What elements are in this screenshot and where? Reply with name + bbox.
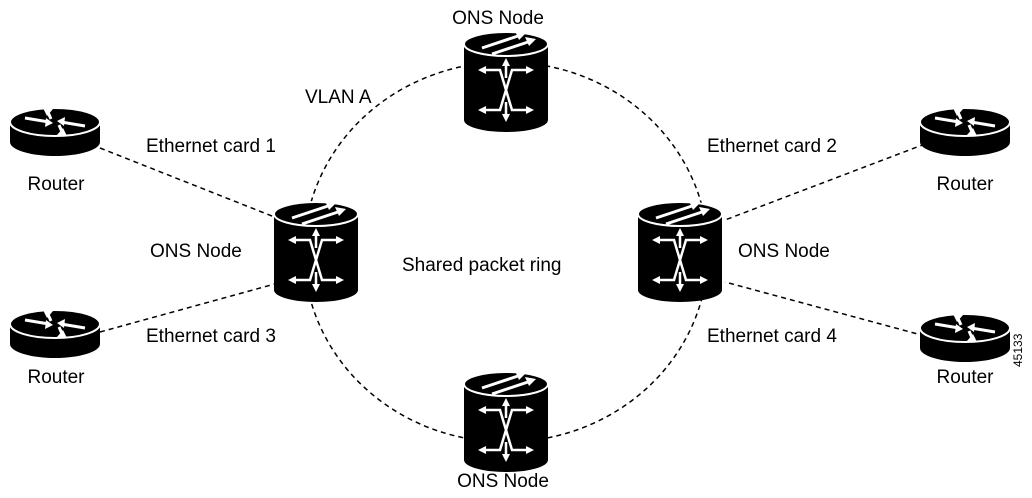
ons-node-left-label: ONS Node bbox=[150, 241, 242, 262]
router-bottom-right-icon bbox=[918, 312, 1012, 364]
vlan-label: VLAN A bbox=[305, 87, 372, 108]
router-bottom-right-label: Router bbox=[936, 367, 994, 388]
ons-node-top-icon bbox=[462, 29, 550, 134]
ons-node-right-label: ONS Node bbox=[738, 241, 830, 262]
ethernet-card-4-label: Ethernet card 4 bbox=[707, 326, 837, 347]
link-card3 bbox=[99, 281, 283, 333]
router-bottom-left-icon bbox=[8, 308, 102, 360]
ons-node-bottom-icon bbox=[462, 369, 550, 474]
ons-node-left-icon bbox=[272, 199, 360, 304]
router-top-right-icon bbox=[918, 106, 1012, 158]
ethernet-card-1-label: Ethernet card 1 bbox=[146, 136, 276, 157]
router-top-left-label: Router bbox=[27, 174, 85, 195]
router-top-right-label: Router bbox=[936, 174, 994, 195]
shared-packet-ring-label: Shared packet ring bbox=[402, 255, 562, 276]
ethernet-card-2-label: Ethernet card 2 bbox=[707, 136, 837, 157]
ons-node-top-label: ONS Node bbox=[452, 8, 544, 29]
figure-id: 45133 bbox=[1011, 333, 1025, 367]
link-card1 bbox=[99, 147, 283, 221]
link-card4 bbox=[724, 281, 926, 337]
ons-node-right-icon bbox=[636, 199, 724, 304]
router-bottom-left-label: Router bbox=[27, 367, 85, 388]
router-top-left-icon bbox=[8, 106, 102, 158]
ons-node-bottom-label: ONS Node bbox=[457, 471, 549, 492]
ethernet-card-3-label: Ethernet card 3 bbox=[146, 326, 276, 347]
